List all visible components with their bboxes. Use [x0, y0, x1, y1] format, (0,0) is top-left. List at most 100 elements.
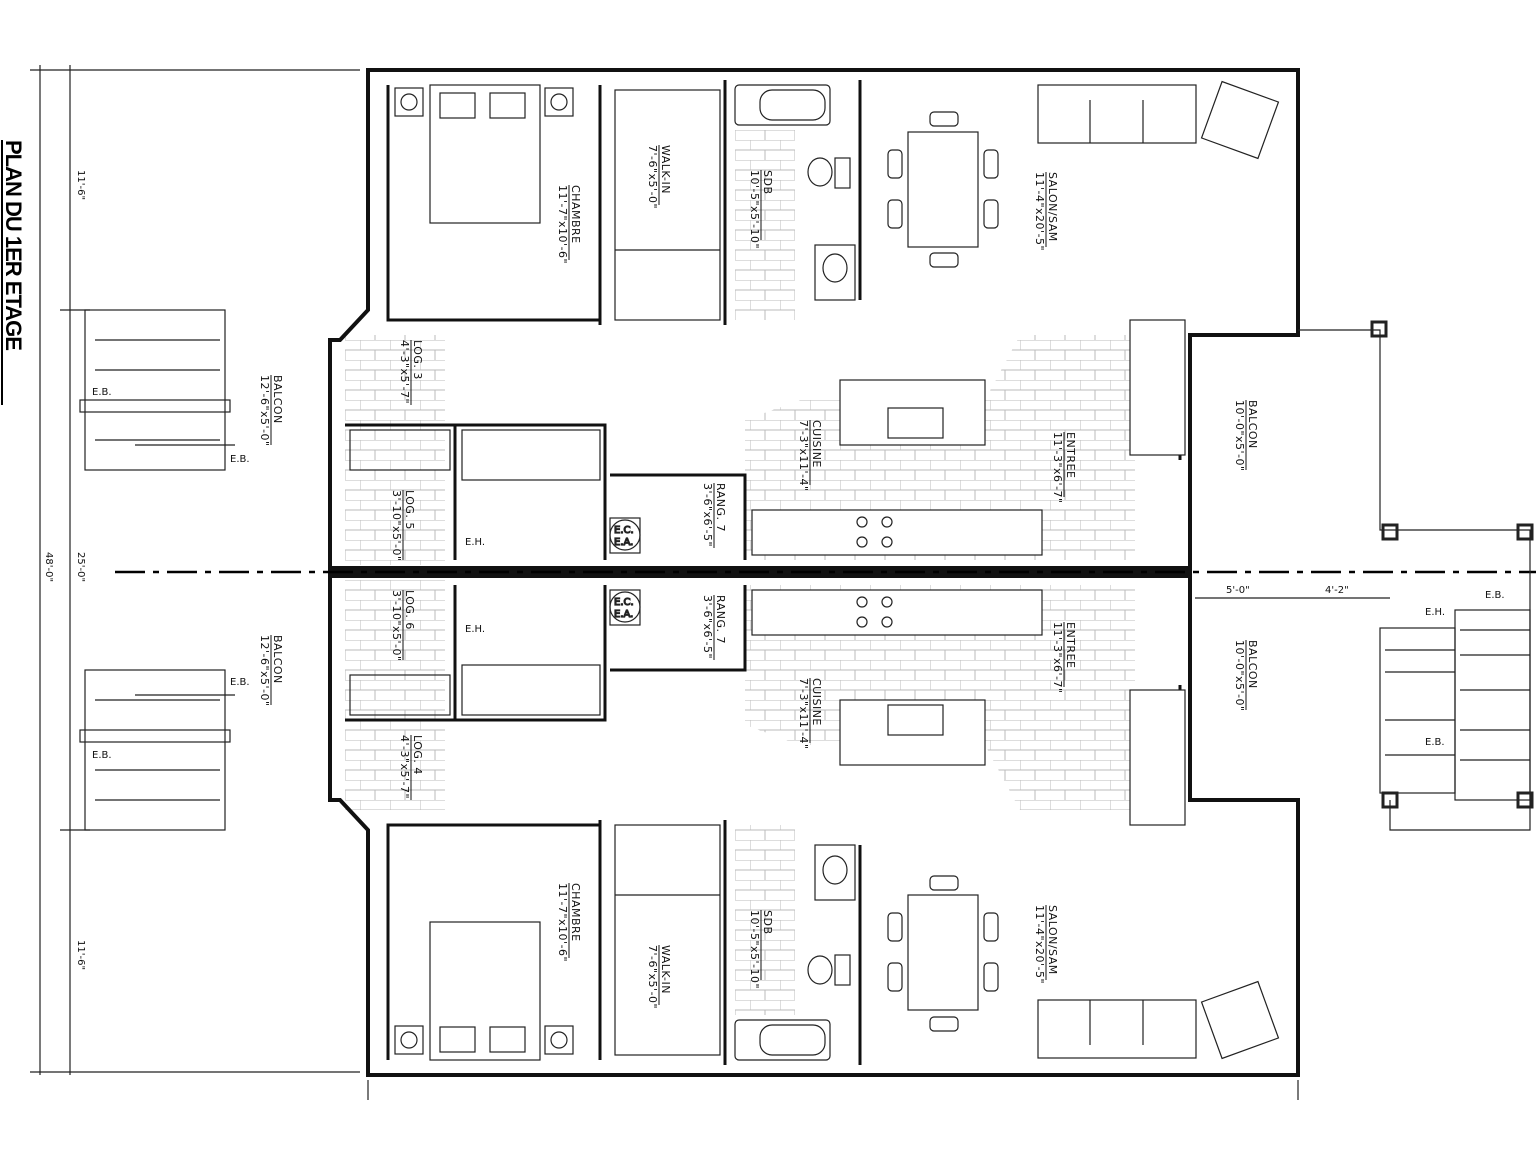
svg-text:11'-7"x10'-6": 11'-7"x10'-6": [556, 883, 569, 962]
svg-text:ENTREE: ENTREE: [1064, 622, 1077, 668]
svg-text:7'-6"x5'-0": 7'-6"x5'-0": [646, 945, 659, 1009]
walk-in-shelving: [349, 89, 721, 1056]
svg-text:LOG. 4: LOG. 4: [411, 735, 424, 775]
svg-text:PLAN DU 1ER ETAGE: PLAN DU 1ER ETAGE: [1, 140, 26, 350]
eb-label: E.B.: [92, 387, 112, 398]
dim-middle: 25'-0": [75, 552, 86, 582]
svg-text:CUISINE: CUISINE: [810, 420, 823, 468]
svg-text:11'-7"x10'-6": 11'-7"x10'-6": [556, 185, 569, 264]
bed-bottom: [394, 921, 574, 1061]
svg-text:CHAMBRE: CHAMBRE: [569, 883, 582, 942]
dim-stair-offset: 4'-2": [1325, 585, 1349, 596]
room-label-walk-in-top: WALK-IN7'-6"x5'-0": [646, 145, 672, 209]
dining-table-top: [887, 111, 999, 268]
svg-text:LOG. 5: LOG. 5: [403, 490, 416, 530]
room-label-walk-in-bottom: WALK-IN7'-6"x5'-0": [646, 945, 672, 1009]
kitchen-bottom: [751, 589, 1186, 826]
room-label-rang-bottom: RANG. 73'-6"x6'-5": [701, 595, 727, 660]
room-label-rang-top: RANG. 73'-6"x6'-5": [701, 483, 727, 548]
eh-label: E.H.: [465, 624, 485, 635]
svg-text:10'-0"x5'-0": 10'-0"x5'-0": [1233, 640, 1246, 712]
dining-table-bottom: [887, 875, 999, 1032]
svg-text:WALK-IN: WALK-IN: [659, 945, 672, 994]
svg-text:BALCON: BALCON: [1246, 640, 1259, 689]
sofa-top: [1037, 80, 1280, 160]
svg-text:BALCON: BALCON: [271, 635, 284, 684]
svg-text:SALON/SAM: SALON/SAM: [1046, 905, 1059, 975]
room-label-log3: LOG. 34'-3"x5'-7": [398, 340, 424, 405]
svg-text:E.A.: E.A.: [614, 609, 633, 620]
right-balcony-railing: [1298, 320, 1534, 831]
water-heater-bottom: E.C.E.A.: [609, 589, 641, 626]
room-label-log6: LOG. 63'-10"x5'-0": [390, 590, 416, 662]
svg-text:3'-10"x5'-0": 3'-10"x5'-0": [390, 590, 403, 662]
svg-text:LOG. 6: LOG. 6: [403, 590, 416, 630]
svg-text:3'-10"x5'-0": 3'-10"x5'-0": [390, 490, 403, 562]
dim-top-unit: 11'-6": [75, 170, 86, 200]
svg-text:4'-3"x5'-7": 4'-3"x5'-7": [398, 735, 411, 799]
svg-text:10'-5"x5'-10": 10'-5"x5'-10": [748, 910, 761, 989]
svg-text:10'-0"x5'-0": 10'-0"x5'-0": [1233, 400, 1246, 472]
svg-text:11'-6": 11'-6": [75, 940, 86, 970]
svg-text:12'-6"x5'-0": 12'-6"x5'-0": [258, 375, 271, 447]
svg-text:SDB: SDB: [761, 910, 774, 935]
svg-text:LOG. 3: LOG. 3: [411, 340, 424, 380]
svg-text:RANG. 7: RANG. 7: [714, 483, 727, 532]
svg-text:10'-5"x5'-10": 10'-5"x5'-10": [748, 170, 761, 249]
bathtub-top: [734, 84, 856, 301]
svg-text:WALK-IN: WALK-IN: [659, 145, 672, 194]
svg-text:12'-6"x5'-0": 12'-6"x5'-0": [258, 635, 271, 707]
eb-label: E.B.: [230, 677, 250, 688]
stairs-right: [1379, 609, 1531, 801]
svg-text:3'-6"x6'-5": 3'-6"x6'-5": [701, 483, 714, 547]
svg-text:CHAMBRE: CHAMBRE: [569, 185, 582, 244]
svg-text:11'-4"x20'-5": 11'-4"x20'-5": [1033, 172, 1046, 251]
svg-text:11'-4"x20'-5": 11'-4"x20'-5": [1033, 905, 1046, 984]
water-heater-top: E.C.E.A.: [609, 517, 641, 554]
svg-text:E.C.: E.C.: [614, 525, 634, 536]
svg-text:SALON/SAM: SALON/SAM: [1046, 172, 1059, 242]
svg-text:RANG. 7: RANG. 7: [714, 595, 727, 644]
svg-text:7'-6"x5'-0": 7'-6"x5'-0": [646, 145, 659, 209]
dim-overall: 48'-0": [43, 552, 54, 582]
tile-floors: [345, 130, 1135, 1015]
eh-label: E.H.: [1425, 607, 1445, 618]
svg-text:SDB: SDB: [761, 170, 774, 195]
svg-text:3'-6"x6'-5": 3'-6"x6'-5": [701, 595, 714, 659]
svg-text:E.A.: E.A.: [614, 537, 633, 548]
svg-text:7'-3"x11'-4": 7'-3"x11'-4": [797, 420, 810, 492]
bed-top: [394, 84, 574, 224]
svg-text:4'-3"x5'-7": 4'-3"x5'-7": [398, 340, 411, 404]
svg-text:25'-0": 25'-0": [75, 552, 86, 582]
stairs-left-top: [79, 309, 235, 471]
eb-label: E.B.: [230, 454, 250, 465]
svg-text:48'-0": 48'-0": [43, 552, 54, 582]
bathtub-bottom: [734, 844, 856, 1061]
eb-label: E.B.: [92, 750, 112, 761]
svg-text:CUISINE: CUISINE: [810, 678, 823, 726]
svg-text:E.C.: E.C.: [614, 597, 634, 608]
dimension-lines: [30, 65, 1390, 1100]
svg-text:11'-3"x6'-7": 11'-3"x6'-7": [1051, 432, 1064, 504]
eb-label: E.B.: [1485, 590, 1505, 601]
eh-label: E.H.: [465, 537, 485, 548]
svg-text:ENTREE: ENTREE: [1064, 432, 1077, 478]
svg-text:BALCON: BALCON: [1246, 400, 1259, 449]
exterior-walls: [328, 68, 1300, 1077]
svg-text:11'-3"x6'-7": 11'-3"x6'-7": [1051, 622, 1064, 694]
sofa-bottom: [1037, 980, 1280, 1060]
